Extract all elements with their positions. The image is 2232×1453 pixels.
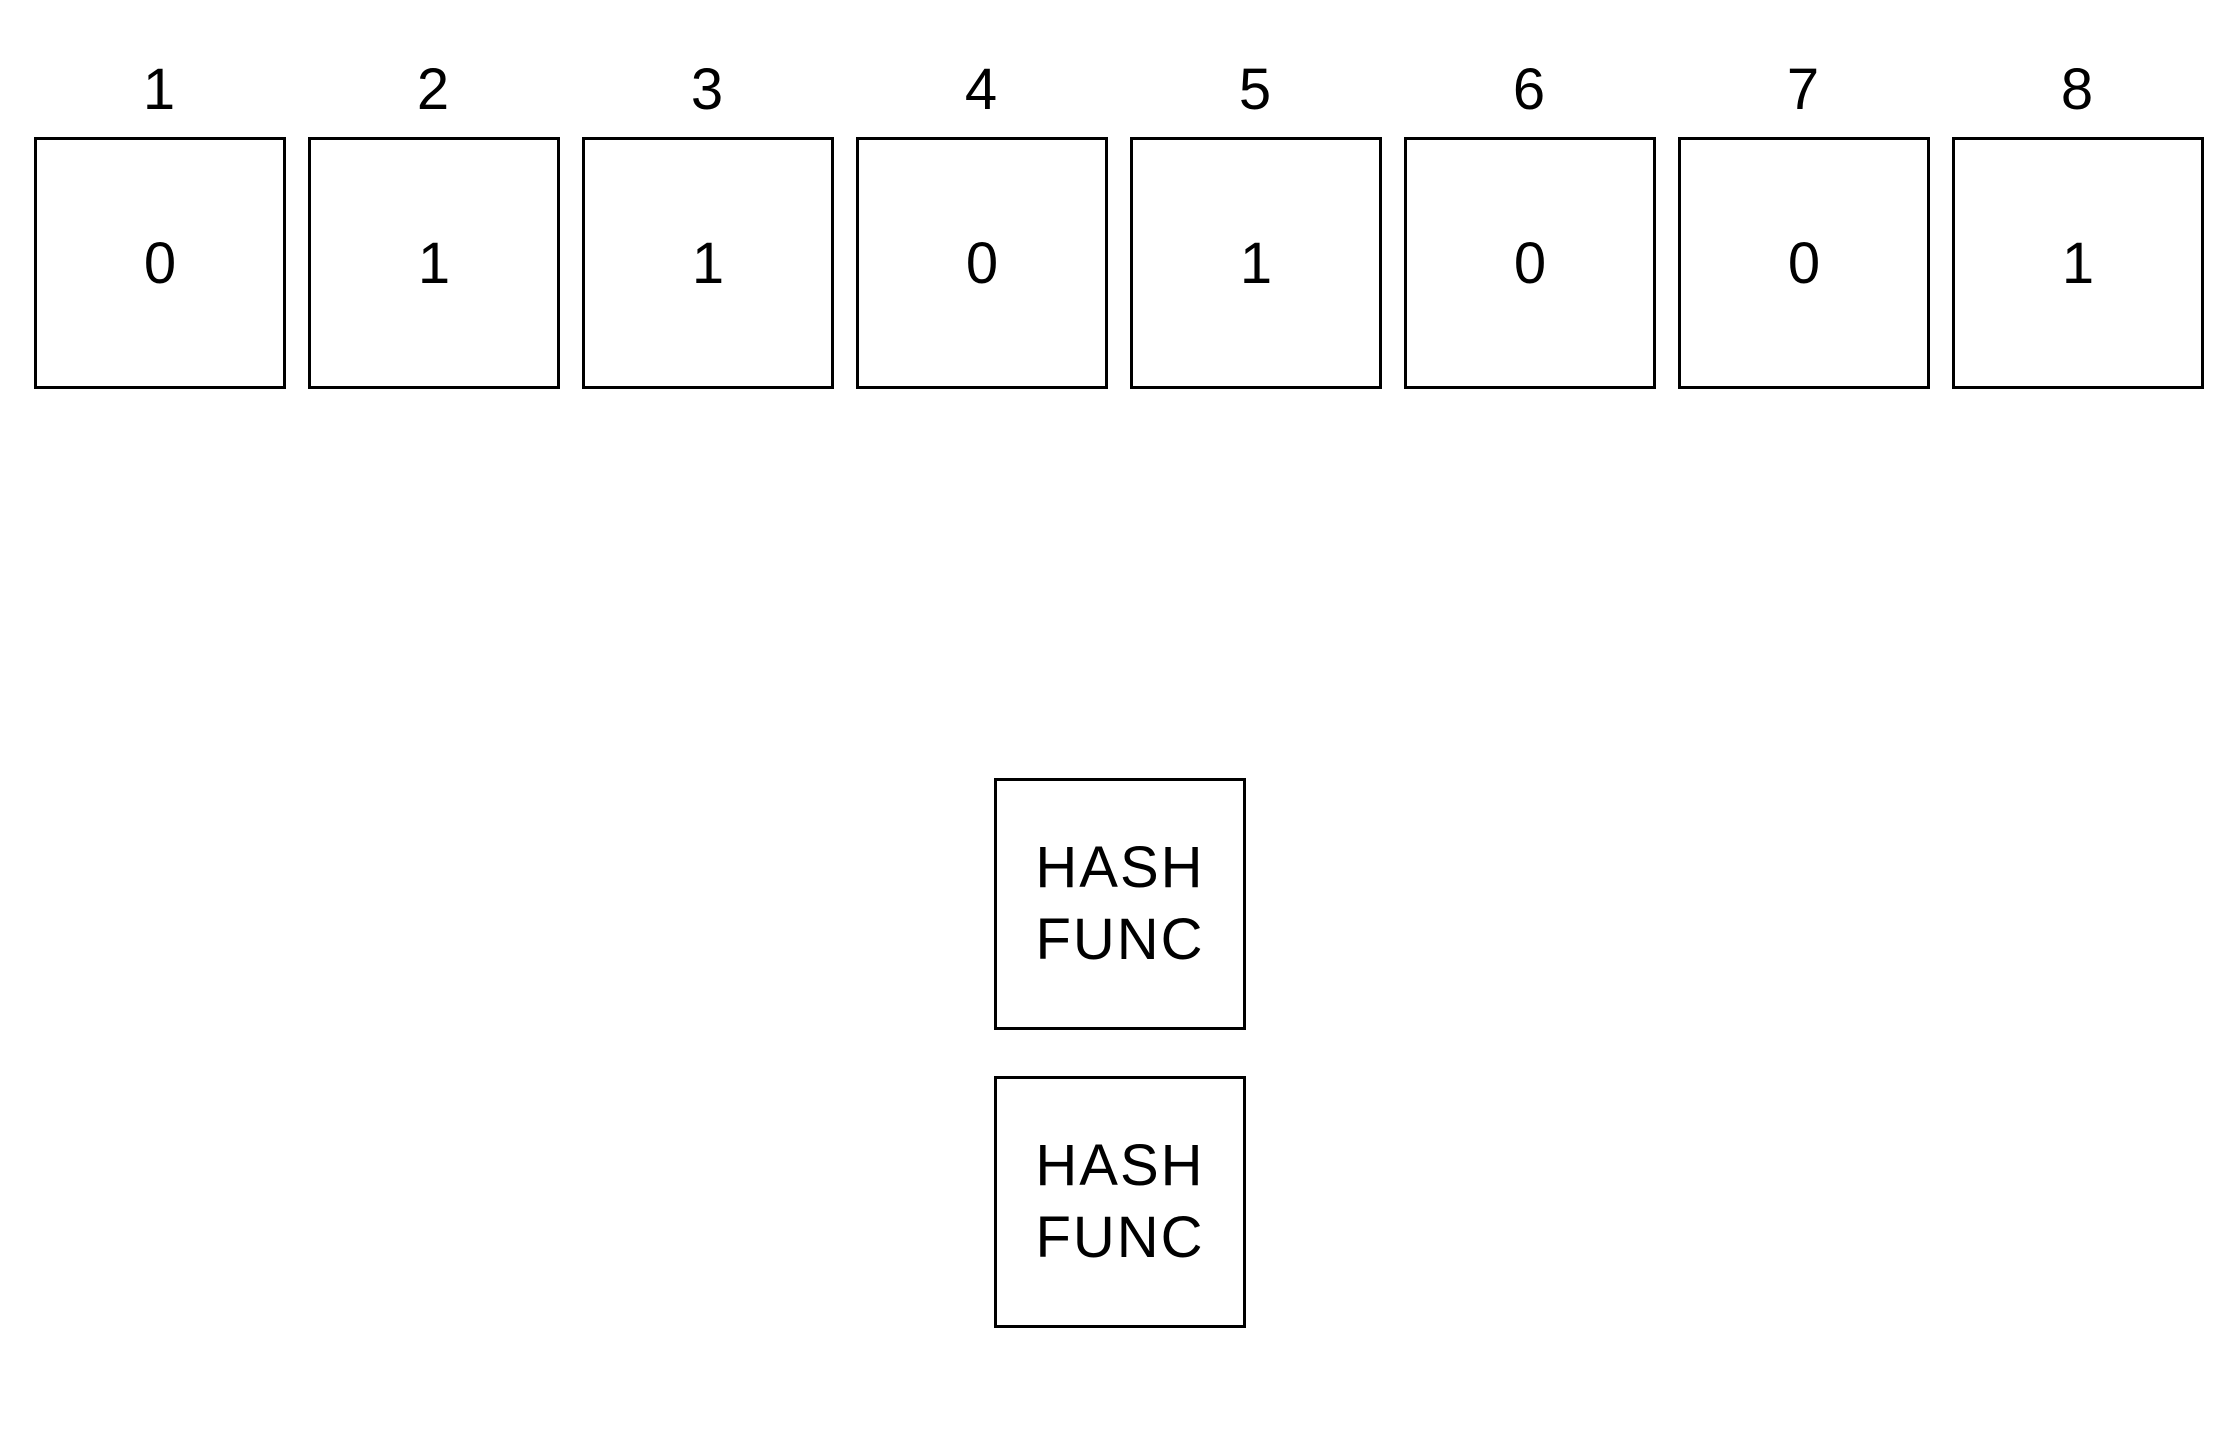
cell-index-label: 7 [1786, 57, 1820, 122]
cell-index-label: 8 [2060, 57, 2094, 122]
bit-cell: 0 [856, 137, 1108, 389]
bit-cell: 1 [582, 137, 834, 389]
cell-index-label: 6 [1512, 57, 1546, 122]
bit-cell-value: 0 [1513, 230, 1547, 296]
hash-function-label-line1: HASH [1035, 835, 1205, 900]
hash-function-box-1: HASH FUNC [994, 778, 1246, 1030]
bit-cell-value: 0 [965, 230, 999, 296]
bit-cell-value: 0 [1787, 230, 1821, 296]
hash-function-label-line2: FUNC [1035, 907, 1205, 972]
cell-index-label: 5 [1238, 57, 1272, 122]
cell-index-label: 2 [416, 57, 450, 122]
bit-cell-value: 1 [2061, 230, 2095, 296]
bit-cell-value: 1 [691, 230, 725, 296]
cell-index-label: 4 [964, 57, 998, 122]
bit-cell-value: 0 [143, 230, 177, 296]
bit-cell: 1 [1130, 137, 1382, 389]
hash-function-label-line2: FUNC [1035, 1205, 1205, 1270]
bit-cell: 0 [34, 137, 286, 389]
bit-cell: 0 [1404, 137, 1656, 389]
cell-index-label: 1 [142, 57, 176, 122]
hash-function-box-2: HASH FUNC [994, 1076, 1246, 1328]
bit-cell-value: 1 [1239, 230, 1273, 296]
cell-index-label: 3 [690, 57, 724, 122]
bit-cell: 1 [1952, 137, 2204, 389]
bit-cell: 1 [308, 137, 560, 389]
hash-function-label-line1: HASH [1035, 1133, 1205, 1198]
bit-cell: 0 [1678, 137, 1930, 389]
bit-cell-value: 1 [417, 230, 451, 296]
